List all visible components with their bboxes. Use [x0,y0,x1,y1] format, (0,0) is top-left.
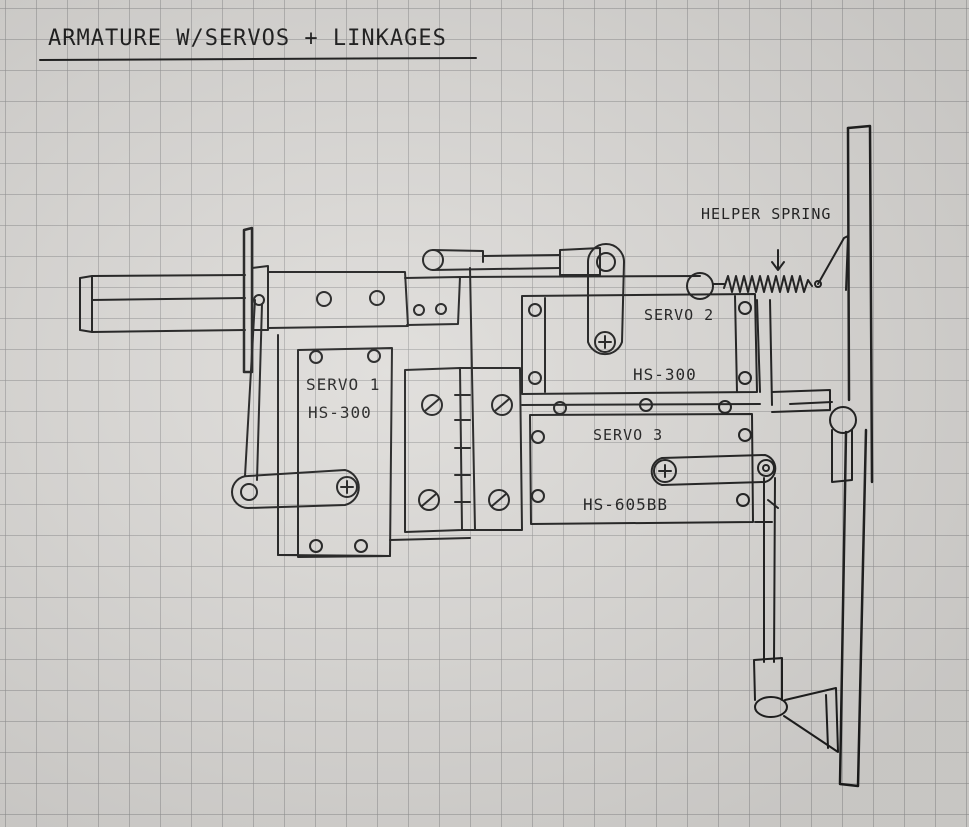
servo-3-name: SERVO 3 [593,426,663,444]
servo-2-horn [587,243,625,356]
servo-1-name: SERVO 1 [306,375,380,394]
lower-bracket [783,687,839,753]
servo-1: SERVO 1 HS-300 [277,334,393,558]
servo-2-model: HS-300 [633,365,697,384]
sketch-title: ARMATURE W/SERVOS + LINKAGES [48,26,447,51]
top-linkage [422,247,701,531]
servo-2-name: SERVO 2 [644,306,714,324]
helper-spring-label: HELPER SPRING [701,205,831,223]
frame-rail [838,124,874,788]
frame-pivot [754,299,857,523]
servo-1-horn [231,299,360,509]
lower-push-rod [753,477,788,718]
servo-1-model: HS-300 [308,403,372,422]
servo-2: SERVO 2 HS-300 [521,293,758,395]
servo-3-horn [650,454,777,486]
center-mount-plate [277,367,523,557]
upper-bracket [267,271,461,329]
servo-3: SERVO 3 HS-605BB [521,398,761,525]
servo-3-model: HS-605BB [583,495,668,514]
helper-spring: HELPER SPRING [686,205,849,300]
title-underline [39,57,477,61]
arm-tube [79,274,246,333]
